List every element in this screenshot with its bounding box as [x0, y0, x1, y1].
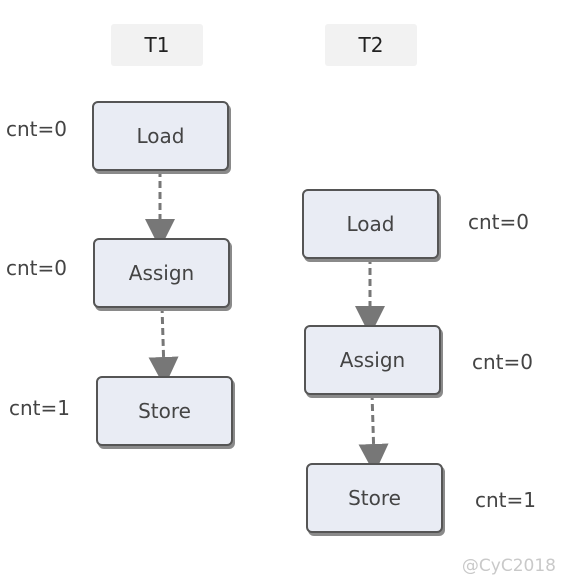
t2-store-box: Store — [306, 463, 443, 533]
t2-load-label: Load — [346, 212, 395, 236]
watermark: @CyC2018 — [461, 556, 556, 576]
t1-assign-label: Assign — [128, 261, 195, 285]
t2-store-label: Store — [348, 486, 401, 510]
thread-label-t2: T2 — [325, 24, 417, 66]
t1-store-box: Store — [96, 376, 233, 446]
t2-assign-box: Assign — [304, 325, 441, 395]
t1-load-label: Load — [136, 124, 185, 148]
t1-store-cnt: cnt=1 — [9, 396, 70, 420]
arrow-t1-assign-store — [148, 305, 179, 387]
arrow-t2-assign-store — [358, 392, 389, 474]
thread-label-t1: T1 — [111, 24, 203, 66]
t2-store-cnt: cnt=1 — [475, 488, 536, 512]
t2-assign-label: Assign — [339, 348, 406, 372]
t1-store-label: Store — [138, 399, 191, 423]
t1-assign-cnt: cnt=0 — [6, 256, 67, 280]
t2-load-cnt: cnt=0 — [468, 210, 529, 234]
t1-load-box: Load — [92, 101, 229, 171]
t1-assign-box: Assign — [93, 238, 230, 308]
t2-assign-cnt: cnt=0 — [472, 350, 533, 374]
t1-load-cnt: cnt=0 — [6, 117, 67, 141]
t2-load-box: Load — [302, 189, 439, 259]
